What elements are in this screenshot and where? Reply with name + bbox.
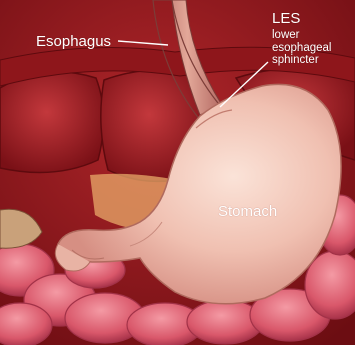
esophagus-label: Esophagus bbox=[36, 33, 111, 50]
stomach-label: Stomach bbox=[218, 203, 277, 220]
les-label: LES bbox=[272, 10, 300, 27]
les-description-label: lower esophageal sphincter bbox=[272, 29, 352, 67]
left-lobe bbox=[0, 72, 104, 173]
